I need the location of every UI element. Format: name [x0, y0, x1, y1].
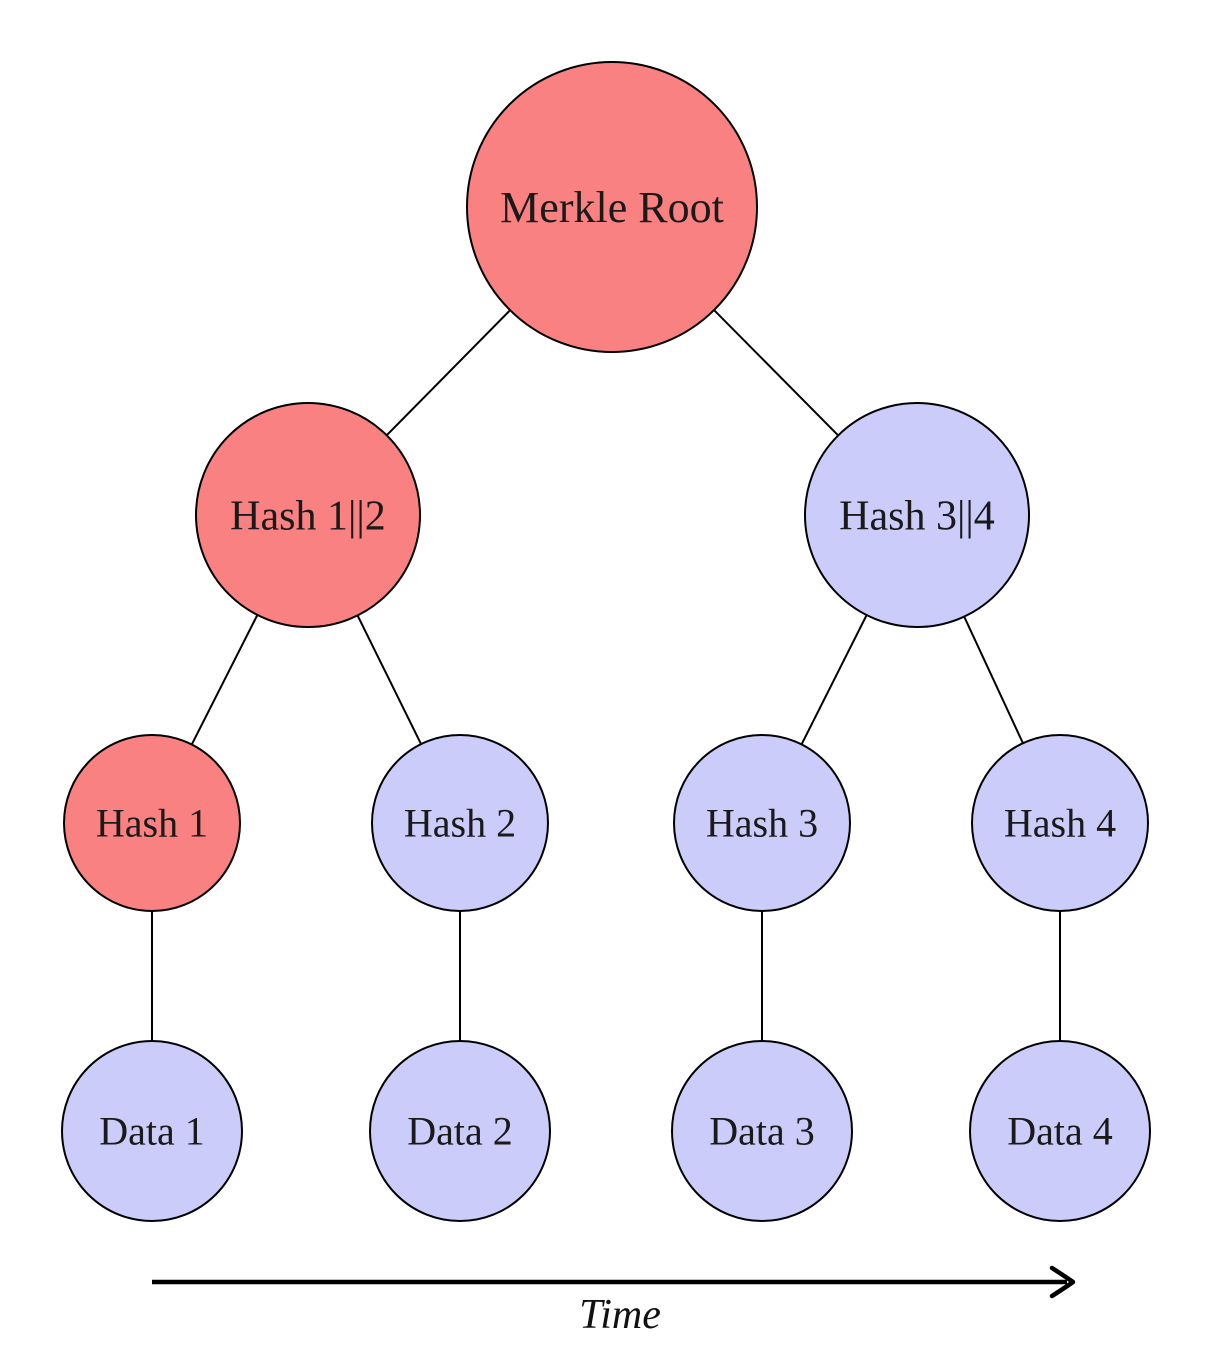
time-arrow-head-icon — [1049, 1265, 1076, 1299]
node-hash-3: Hash 3 — [673, 734, 851, 912]
node-hash-2: Hash 2 — [371, 734, 549, 912]
node-circle-data-1 — [61, 1040, 243, 1222]
time-axis: Time — [152, 1265, 1076, 1338]
node-label-data-3: Data 3 — [709, 1109, 815, 1154]
node-label-hash-4: Hash 4 — [1004, 801, 1116, 846]
node-hash-4: Hash 4 — [971, 734, 1149, 912]
node-label-merkle-root: Merkle Root — [500, 183, 724, 232]
node-circle-hash-1-2 — [195, 402, 421, 628]
node-data-3: Data 3 — [671, 1040, 853, 1222]
node-label-hash-3-4: Hash 3||4 — [839, 493, 995, 539]
node-circle-hash-3 — [673, 734, 851, 912]
node-label-hash-2: Hash 2 — [404, 801, 516, 846]
node-data-2: Data 2 — [369, 1040, 551, 1222]
node-merkle-root: Merkle Root — [466, 61, 758, 353]
node-data-1: Data 1 — [61, 1040, 243, 1222]
node-hash-1-2: Hash 1||2 — [195, 402, 421, 628]
node-label-hash-1: Hash 1 — [96, 801, 208, 846]
node-label-data-1: Data 1 — [99, 1109, 205, 1154]
time-axis-label: Time — [579, 1292, 661, 1338]
node-hash-1: Hash 1 — [63, 734, 241, 912]
node-data-4: Data 4 — [969, 1040, 1151, 1222]
node-circle-data-3 — [671, 1040, 853, 1222]
node-circle-hash-3-4 — [804, 402, 1030, 628]
node-label-hash-3: Hash 3 — [706, 801, 818, 846]
node-circle-hash-2 — [371, 734, 549, 912]
node-circle-merkle-root — [466, 61, 758, 353]
node-circle-data-4 — [969, 1040, 1151, 1222]
node-label-hash-1-2: Hash 1||2 — [230, 493, 386, 539]
node-label-data-2: Data 2 — [407, 1109, 513, 1154]
node-circle-data-2 — [369, 1040, 551, 1222]
node-hash-3-4: Hash 3||4 — [804, 402, 1030, 628]
node-label-data-4: Data 4 — [1007, 1109, 1113, 1154]
node-circle-hash-4 — [971, 734, 1149, 912]
node-circle-hash-1 — [63, 734, 241, 912]
